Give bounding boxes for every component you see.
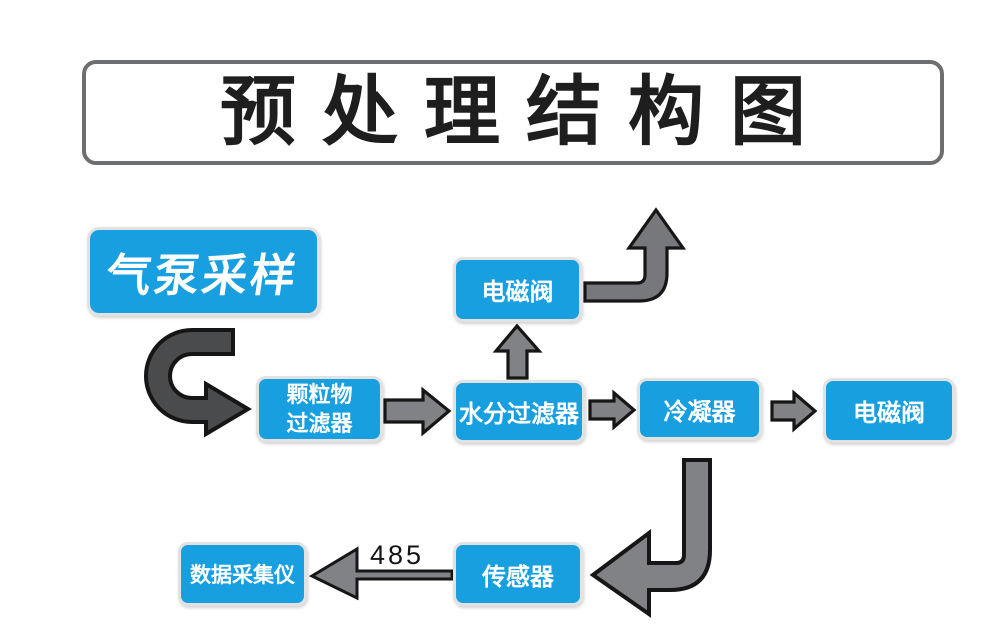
- arrow-pump-to-particulate: [143, 328, 252, 438]
- node-label: 水分过滤器: [459, 401, 579, 428]
- bus-485-label: 485: [369, 540, 425, 570]
- node-label: 传感器: [482, 563, 554, 591]
- node-condenser: 冷凝器: [637, 378, 762, 440]
- node-particulate-filter: 颗粒物 过滤器: [256, 376, 383, 442]
- arrow-moisture-to-solenoid: [492, 323, 543, 380]
- node-label: 数据采集仪: [190, 564, 295, 587]
- node-data-collector: 数据采集仪: [178, 542, 307, 606]
- arrow-condenser-to-solenoid: [770, 389, 818, 433]
- diagram-title: 预处理结构图: [220, 69, 832, 155]
- arrow-condenser-to-sensor: [589, 458, 712, 618]
- node-label: 电磁阀: [853, 400, 925, 427]
- arrow-sensor-to-datalogger: [308, 546, 454, 601]
- node-solenoid-valve-top: 电磁阀: [453, 257, 582, 322]
- diagram-title-box: 预处理结构图: [82, 60, 944, 165]
- node-solenoid-valve-right: 电磁阀: [823, 378, 955, 443]
- node-label-line2: 过滤器: [286, 411, 353, 436]
- node-air-pump-sampling: 气泵采样: [87, 227, 320, 316]
- node-label-line1: 颗粒物: [286, 382, 353, 407]
- arrow-particulate-to-moisture: [383, 386, 452, 437]
- arrow-solenoid-exhaust-up: [583, 207, 687, 303]
- arrow-moisture-to-condenser: [588, 389, 637, 431]
- node-label: 电磁阀: [481, 279, 554, 306]
- node-label: 气泵采样: [103, 250, 303, 301]
- node-sensor: 传感器: [453, 542, 583, 606]
- node-label: 冷凝器: [663, 398, 736, 426]
- node-moisture-filter: 水分过滤器: [453, 380, 585, 443]
